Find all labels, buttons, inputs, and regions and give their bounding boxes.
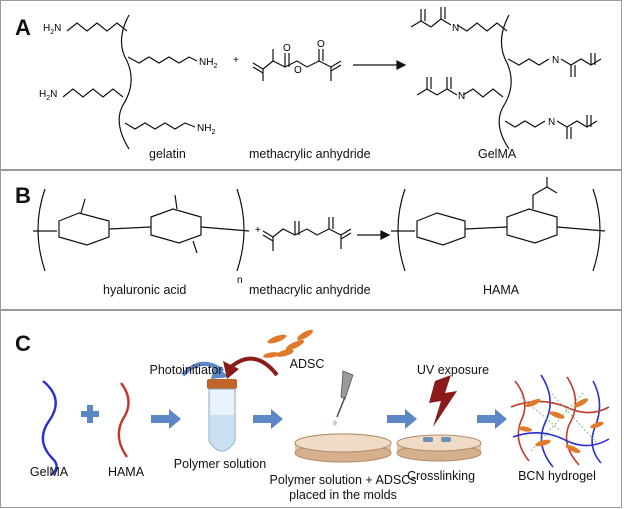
arrow-2 xyxy=(253,409,283,429)
hama-strand xyxy=(117,382,130,458)
caption-molds-line2: placed in the molds xyxy=(289,488,397,502)
caption-gelma: GelMA xyxy=(478,147,517,161)
arrow-3 xyxy=(387,409,417,429)
gelatin-chain-2 xyxy=(127,56,198,64)
bcn-hydrogel-icon xyxy=(510,374,610,468)
h2n-label-2: H2N xyxy=(39,89,57,102)
hama-structure xyxy=(391,177,606,272)
caption-gelatin: gelatin xyxy=(149,147,186,161)
nh-label-3: N xyxy=(458,91,465,102)
uv-lightning-icon xyxy=(429,375,457,427)
adsc-arrow xyxy=(229,356,279,377)
plus-sign-a: + xyxy=(233,55,239,66)
panel-b-label: B xyxy=(15,183,31,208)
caption-hama: HAMA xyxy=(483,283,520,297)
fabrication-workflow xyxy=(41,329,610,476)
gelatin-chain-4 xyxy=(124,122,196,130)
mold-dish-icon xyxy=(294,433,392,463)
nh2-label-1: NH2 xyxy=(199,57,217,70)
crosslinking-dish-icon xyxy=(396,434,482,462)
caption-hyaluronic-acid: hyaluronic acid xyxy=(103,283,187,297)
embedded-cells-icon xyxy=(518,398,604,454)
panel-b: B n + xyxy=(0,170,622,310)
caption-methacrylic-anhydride-b: methacrylic anhydride xyxy=(249,283,371,297)
caption-methacrylic-anhydride-a: methacrylic anhydride xyxy=(249,147,371,161)
oxygen-label-2: O xyxy=(317,39,325,50)
pipette-icon xyxy=(333,370,354,426)
nh-label-4: N xyxy=(548,117,555,128)
bracket-right-1 xyxy=(236,188,245,272)
panel-c: C xyxy=(0,310,622,508)
gelma-strand xyxy=(41,380,58,476)
caption-adsc: ADSC xyxy=(289,357,325,371)
methacrylic-anhydride-b xyxy=(262,217,352,251)
gelatin-backbone xyxy=(118,14,132,150)
caption-polymer-solution: Polymer solution xyxy=(173,457,267,471)
photoinitiator-arrow xyxy=(181,362,225,377)
nh-label-2: N xyxy=(552,55,559,66)
gelma-structure xyxy=(410,7,602,150)
caption-bcn-hydrogel: BCN hydrogel xyxy=(518,469,596,483)
caption-photoinitiator: Photoinitiator xyxy=(149,363,223,377)
gelatin-chain-1 xyxy=(66,22,128,32)
bracket-left-1 xyxy=(37,188,46,272)
plus-sign-b: + xyxy=(255,225,261,236)
n-subscript: n xyxy=(237,275,243,286)
oxygen-label-1: O xyxy=(283,43,291,54)
hyaluronic-reaction-scheme: n + xyxy=(33,177,606,286)
caption-gelma-c: GelMA xyxy=(29,465,69,479)
h2n-label-1: H2N xyxy=(43,23,61,36)
nh-label-1: N xyxy=(452,23,459,34)
gelatin-structure xyxy=(62,14,198,150)
adsc-cells-icon xyxy=(263,329,313,358)
hyaluronic-acid-structure xyxy=(33,188,250,272)
polymer-tube-icon xyxy=(207,379,237,452)
reaction-arrow-b xyxy=(357,230,391,240)
arrow-1 xyxy=(151,409,181,429)
panel-a-label: A xyxy=(15,15,31,40)
reaction-arrow-a xyxy=(353,60,407,70)
plus-icon xyxy=(81,405,99,423)
oxygen-label-3: O xyxy=(294,65,302,76)
caption-molds-line1: Polymer solution + ADSCs xyxy=(269,473,417,487)
caption-crosslinking: Crosslinking xyxy=(406,469,476,483)
caption-hama-c: HAMA xyxy=(107,465,145,479)
nh2-label-2: NH2 xyxy=(197,123,215,136)
gelatin-chain-3 xyxy=(62,88,124,98)
caption-uv-exposure: UV exposure xyxy=(416,363,490,377)
methacrylic-anhydride-a xyxy=(252,49,342,81)
arrow-4 xyxy=(477,409,507,429)
panel-c-label: C xyxy=(15,331,31,356)
gelatin-reaction-scheme: H2N NH2 H2N NH2 + O O O xyxy=(39,7,602,150)
panel-a: A H2N NH2 H2N NH2 + xyxy=(0,0,622,170)
